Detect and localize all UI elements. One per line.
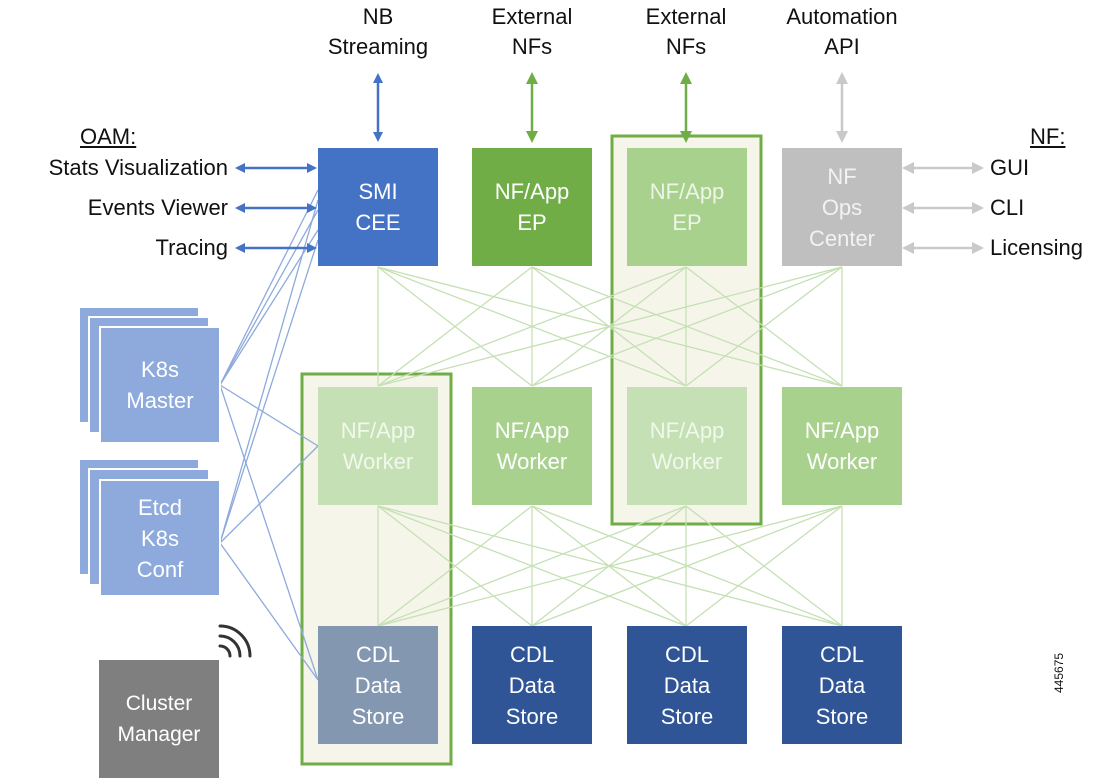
nf-app-worker-box-2: NF/App Worker <box>472 387 592 505</box>
cdl-1-line-2: Data <box>354 672 402 698</box>
nf-ops-center-box: NF Ops Center <box>782 148 902 266</box>
cdl-data-store-box-3: CDL Data Store <box>627 626 747 744</box>
external-nfs-label-1: External NFs <box>472 2 592 62</box>
smi-cee-line-2: CEE <box>355 210 401 235</box>
oam-title: OAM: <box>80 124 137 149</box>
oam-item-stats-visualization: Stats Visualization <box>48 155 228 180</box>
worker-4-line-1: NF/App <box>804 418 880 443</box>
smi-cee-line-1: SMI <box>358 179 398 204</box>
nf-app-worker-box-3: NF/App Worker <box>627 387 747 505</box>
worker-1-line-2: Worker <box>342 449 414 474</box>
mesh-top-to-workers <box>377 266 843 387</box>
cdl-data-store-box-2: CDL Data Store <box>472 626 592 744</box>
worker-2-line-2: Worker <box>496 449 568 474</box>
wireless-signal-icon <box>218 624 252 658</box>
nb-streaming-line-2: Streaming <box>327 34 429 59</box>
nf-title: NF: <box>1030 124 1066 149</box>
cdl-data-store-box-1: CDL Data Store <box>318 626 438 744</box>
etcd-line-2: K8s <box>141 525 179 551</box>
etcd-line-1: Etcd <box>137 494 183 520</box>
nf-app-ep-2-line-1: NF/App <box>649 179 725 204</box>
external-nfs-1-line-2: NFs <box>511 34 553 59</box>
figure-id: 445675 <box>1052 652 1066 693</box>
etcd-line-3: Conf <box>136 556 184 582</box>
worker-1-line-1: NF/App <box>340 418 416 443</box>
k8s-connection-lines <box>219 189 319 681</box>
external-nfs-label-2: External NFs <box>626 2 746 62</box>
worker-3-line-1: NF/App <box>649 418 725 443</box>
cdl-3-line-1: CDL <box>664 641 709 667</box>
cdl-2-line-2: Data <box>508 672 556 698</box>
nf-app-ep-box-1: NF/App EP <box>472 148 592 266</box>
nf-app-ep-1-line-1: NF/App <box>494 179 570 204</box>
nf-item-gui: GUI <box>990 155 1030 180</box>
nf-app-ep-1-line-2: EP <box>517 210 547 235</box>
cdl-4-line-2: Data <box>818 672 866 698</box>
cdl-2-line-1: CDL <box>509 641 554 667</box>
cdl-2-line-3: Store <box>505 703 559 729</box>
nb-streaming-label: NB Streaming <box>318 2 438 62</box>
k8s-master-line-1: K8s <box>141 357 179 382</box>
cdl-3-line-3: Store <box>660 703 714 729</box>
nf-ops-center-line-2: Ops <box>821 194 863 220</box>
cluster-manager-line-1: Cluster <box>125 692 193 715</box>
cdl-1-line-3: Store <box>351 703 405 729</box>
nf-ops-center-line-1: NF <box>827 163 857 189</box>
automation-api-line-1: Automation <box>786 4 898 29</box>
k8s-master-box: K8s Master <box>99 326 221 444</box>
cdl-1-line-1: CDL <box>355 641 400 667</box>
nf-item-cli: CLI <box>990 195 1025 220</box>
automation-api-line-2: API <box>824 34 860 59</box>
nb-streaming-line-1: NB <box>362 4 394 29</box>
worker-2-line-1: NF/App <box>494 418 570 443</box>
cluster-manager-line-2: Manager <box>117 723 201 746</box>
external-nfs-2-line-2: NFs <box>665 34 707 59</box>
mesh-workers-to-cdl <box>377 505 843 627</box>
external-nfs-1-line-1: External <box>491 4 573 29</box>
nf-ops-center-line-3: Center <box>808 225 876 251</box>
oam-item-tracing: Tracing <box>155 235 228 260</box>
nf-item-licensing: Licensing <box>990 235 1083 260</box>
worker-4-line-2: Worker <box>806 449 878 474</box>
cdl-data-store-box-4: CDL Data Store <box>782 626 902 744</box>
cdl-3-line-2: Data <box>663 672 711 698</box>
nf-app-worker-box-1: NF/App Worker <box>318 387 438 505</box>
nf-app-ep-box-2: NF/App EP <box>627 148 747 266</box>
etcd-k8s-conf-box: Etcd K8s Conf <box>99 479 221 597</box>
oam-item-events-viewer: Events Viewer <box>87 195 228 220</box>
external-nfs-2-line-1: External <box>645 4 727 29</box>
nf-app-ep-2-line-2: EP <box>672 210 702 235</box>
automation-api-label: Automation API <box>772 2 912 62</box>
nf-app-worker-box-4: NF/App Worker <box>782 387 902 505</box>
smi-cee-box: SMI CEE <box>318 148 438 266</box>
cluster-manager-box: Cluster Manager <box>99 660 219 778</box>
k8s-master-line-2: Master <box>126 388 194 413</box>
worker-3-line-2: Worker <box>651 449 723 474</box>
cdl-4-line-3: Store <box>815 703 869 729</box>
cdl-4-line-1: CDL <box>819 641 864 667</box>
